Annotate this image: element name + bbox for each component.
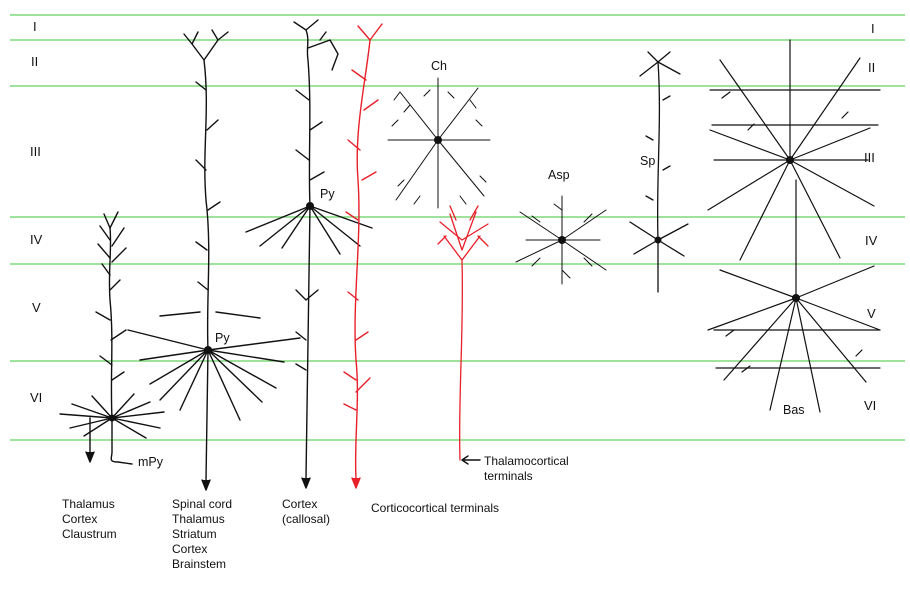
- aspiny-stellate-cell: [515, 195, 607, 285]
- basket-label: Bas: [783, 403, 805, 417]
- mpy-soma: [108, 414, 116, 422]
- mpy-targets: Thalamus Cortex Claustrum: [62, 497, 117, 541]
- spiny-stellate-cell: [629, 51, 689, 293]
- mpy-label: mPy: [138, 455, 164, 469]
- layer-label-left: I: [33, 19, 37, 34]
- aspiny-stellate-label: Asp: [548, 168, 570, 182]
- layer-label-right: IV: [865, 233, 878, 248]
- aspiny-stellate-soma: [558, 236, 566, 244]
- pyramidal-deep-label: Py: [215, 331, 230, 345]
- layer-label-right: II: [868, 60, 875, 75]
- target-label: Brainstem: [172, 557, 226, 571]
- pyramidal-deep-soma: [204, 346, 212, 354]
- layer-boundaries: [10, 14, 905, 441]
- pyramidal-callosal-neuron: [245, 19, 373, 489]
- layer-label-left: V: [32, 300, 41, 315]
- target-label: Spinal cord: [172, 497, 232, 511]
- target-label: Striatum: [172, 527, 217, 541]
- pyramidal-callosal-label: Py: [320, 187, 335, 201]
- layer-label-left: II: [31, 54, 38, 69]
- target-label: Cortex: [62, 512, 97, 526]
- thalamocortical-label-group: Thalamocortical terminals: [461, 454, 569, 483]
- basket-cells: [707, 39, 881, 413]
- basket-soma-upper: [786, 156, 794, 164]
- mpy-neuron: [59, 211, 165, 465]
- layer-label-right: III: [864, 150, 875, 165]
- corticocortical-afferent: [343, 23, 383, 489]
- target-label: (callosal): [282, 512, 330, 526]
- target-label: Claustrum: [62, 527, 117, 541]
- pyramidal-deep-targets: Spinal cord Thalamus Striatum Cortex Bra…: [172, 497, 232, 571]
- layer-label-right: V: [867, 306, 876, 321]
- layer-label-right: I: [871, 21, 875, 36]
- pyramidal-callosal-soma: [306, 202, 314, 210]
- target-label: Cortex: [172, 542, 207, 556]
- spiny-stellate-soma: [654, 236, 662, 244]
- thalamocortical-label: Thalamocortical: [484, 454, 569, 468]
- spiny-stellate-label: Sp: [640, 154, 655, 168]
- target-label: Thalamus: [62, 497, 115, 511]
- thalamocortical-afferent: [437, 205, 489, 461]
- pyramidal-deep-neuron: [127, 29, 301, 491]
- thalamocortical-label: terminals: [484, 469, 533, 483]
- layer-labels-left: I II III IV V VI: [30, 19, 43, 405]
- layer-label-right: VI: [864, 398, 876, 413]
- chandelier-cell: [387, 77, 491, 209]
- corticocortical-label: Corticocortical terminals: [371, 501, 499, 515]
- target-label: Cortex: [282, 497, 317, 511]
- pyramidal-callosal-targets: Cortex (callosal): [282, 497, 330, 526]
- target-label: Thalamus: [172, 512, 225, 526]
- chandelier-label: Ch: [431, 59, 447, 73]
- thalamocortical-arrow: [461, 455, 481, 465]
- chandelier-soma: [434, 136, 442, 144]
- layer-label-left: IV: [30, 232, 43, 247]
- layer-label-left: III: [30, 144, 41, 159]
- layer-label-left: VI: [30, 390, 42, 405]
- basket-soma-lower: [792, 294, 800, 302]
- layer-labels-right: I II III IV V VI: [864, 21, 878, 413]
